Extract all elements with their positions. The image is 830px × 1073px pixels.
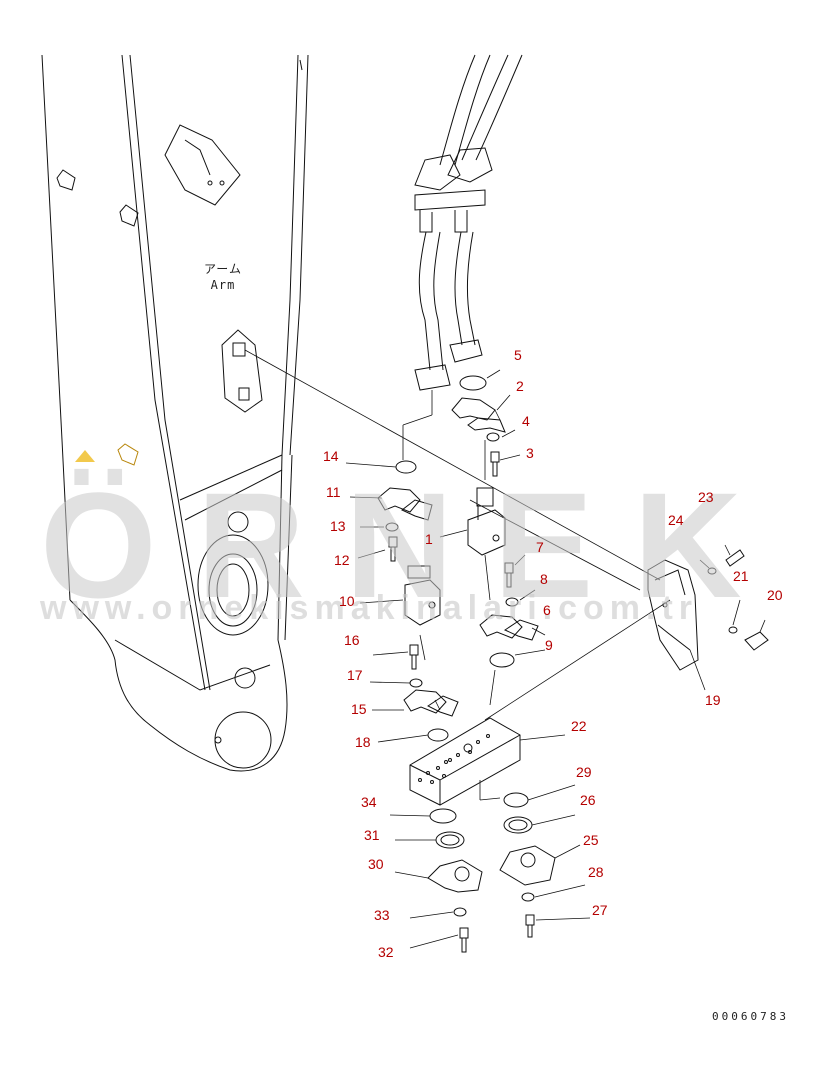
callout-6: 6 <box>543 602 551 618</box>
callout-31: 31 <box>364 827 380 843</box>
callout-33: 33 <box>374 907 390 923</box>
callout-16: 16 <box>344 632 360 648</box>
callout-4: 4 <box>522 413 530 429</box>
callout-leaders <box>345 369 766 949</box>
callout-19: 19 <box>705 692 721 708</box>
callout-17: 17 <box>347 667 363 683</box>
hydraulic-hoses <box>414 54 523 391</box>
callout-32: 32 <box>378 944 394 960</box>
callout-9: 9 <box>545 637 553 653</box>
callout-15: 15 <box>351 701 367 717</box>
callout-5: 5 <box>514 347 522 363</box>
callout-34: 34 <box>361 794 377 810</box>
callout-25: 25 <box>583 832 599 848</box>
callout-7: 7 <box>536 539 544 555</box>
callout-28: 28 <box>588 864 604 880</box>
callout-14: 14 <box>323 448 339 464</box>
watermark: ÖRNEK <box>40 461 782 629</box>
leader-lines <box>244 349 671 801</box>
callout-20: 20 <box>767 587 783 603</box>
callout-21: 21 <box>733 568 749 584</box>
callout-18: 18 <box>355 734 371 750</box>
callout-23: 23 <box>698 489 714 505</box>
callout-12: 12 <box>334 552 350 568</box>
callout-29: 29 <box>576 764 592 780</box>
arm-body <box>41 54 309 772</box>
callout-3: 3 <box>526 445 534 461</box>
callout-30: 30 <box>368 856 384 872</box>
callout-2: 2 <box>516 378 524 394</box>
callout-11: 11 <box>326 484 341 500</box>
arm-label-en: Arm <box>210 278 236 292</box>
callout-8: 8 <box>540 571 548 587</box>
accent-mark <box>75 450 95 462</box>
callout-26: 26 <box>580 792 596 808</box>
callout-27: 27 <box>592 902 608 918</box>
callout-10: 10 <box>339 593 355 609</box>
drawing-number: 00060783 <box>712 1010 789 1023</box>
callout-1: 1 <box>425 531 433 547</box>
callout-24: 24 <box>668 512 684 528</box>
watermark-url: www.ornekismakinalari.com.tr <box>40 589 699 627</box>
arm-label-jp: アーム <box>204 262 242 276</box>
callout-13: 13 <box>330 518 346 534</box>
callout-22: 22 <box>571 718 587 734</box>
